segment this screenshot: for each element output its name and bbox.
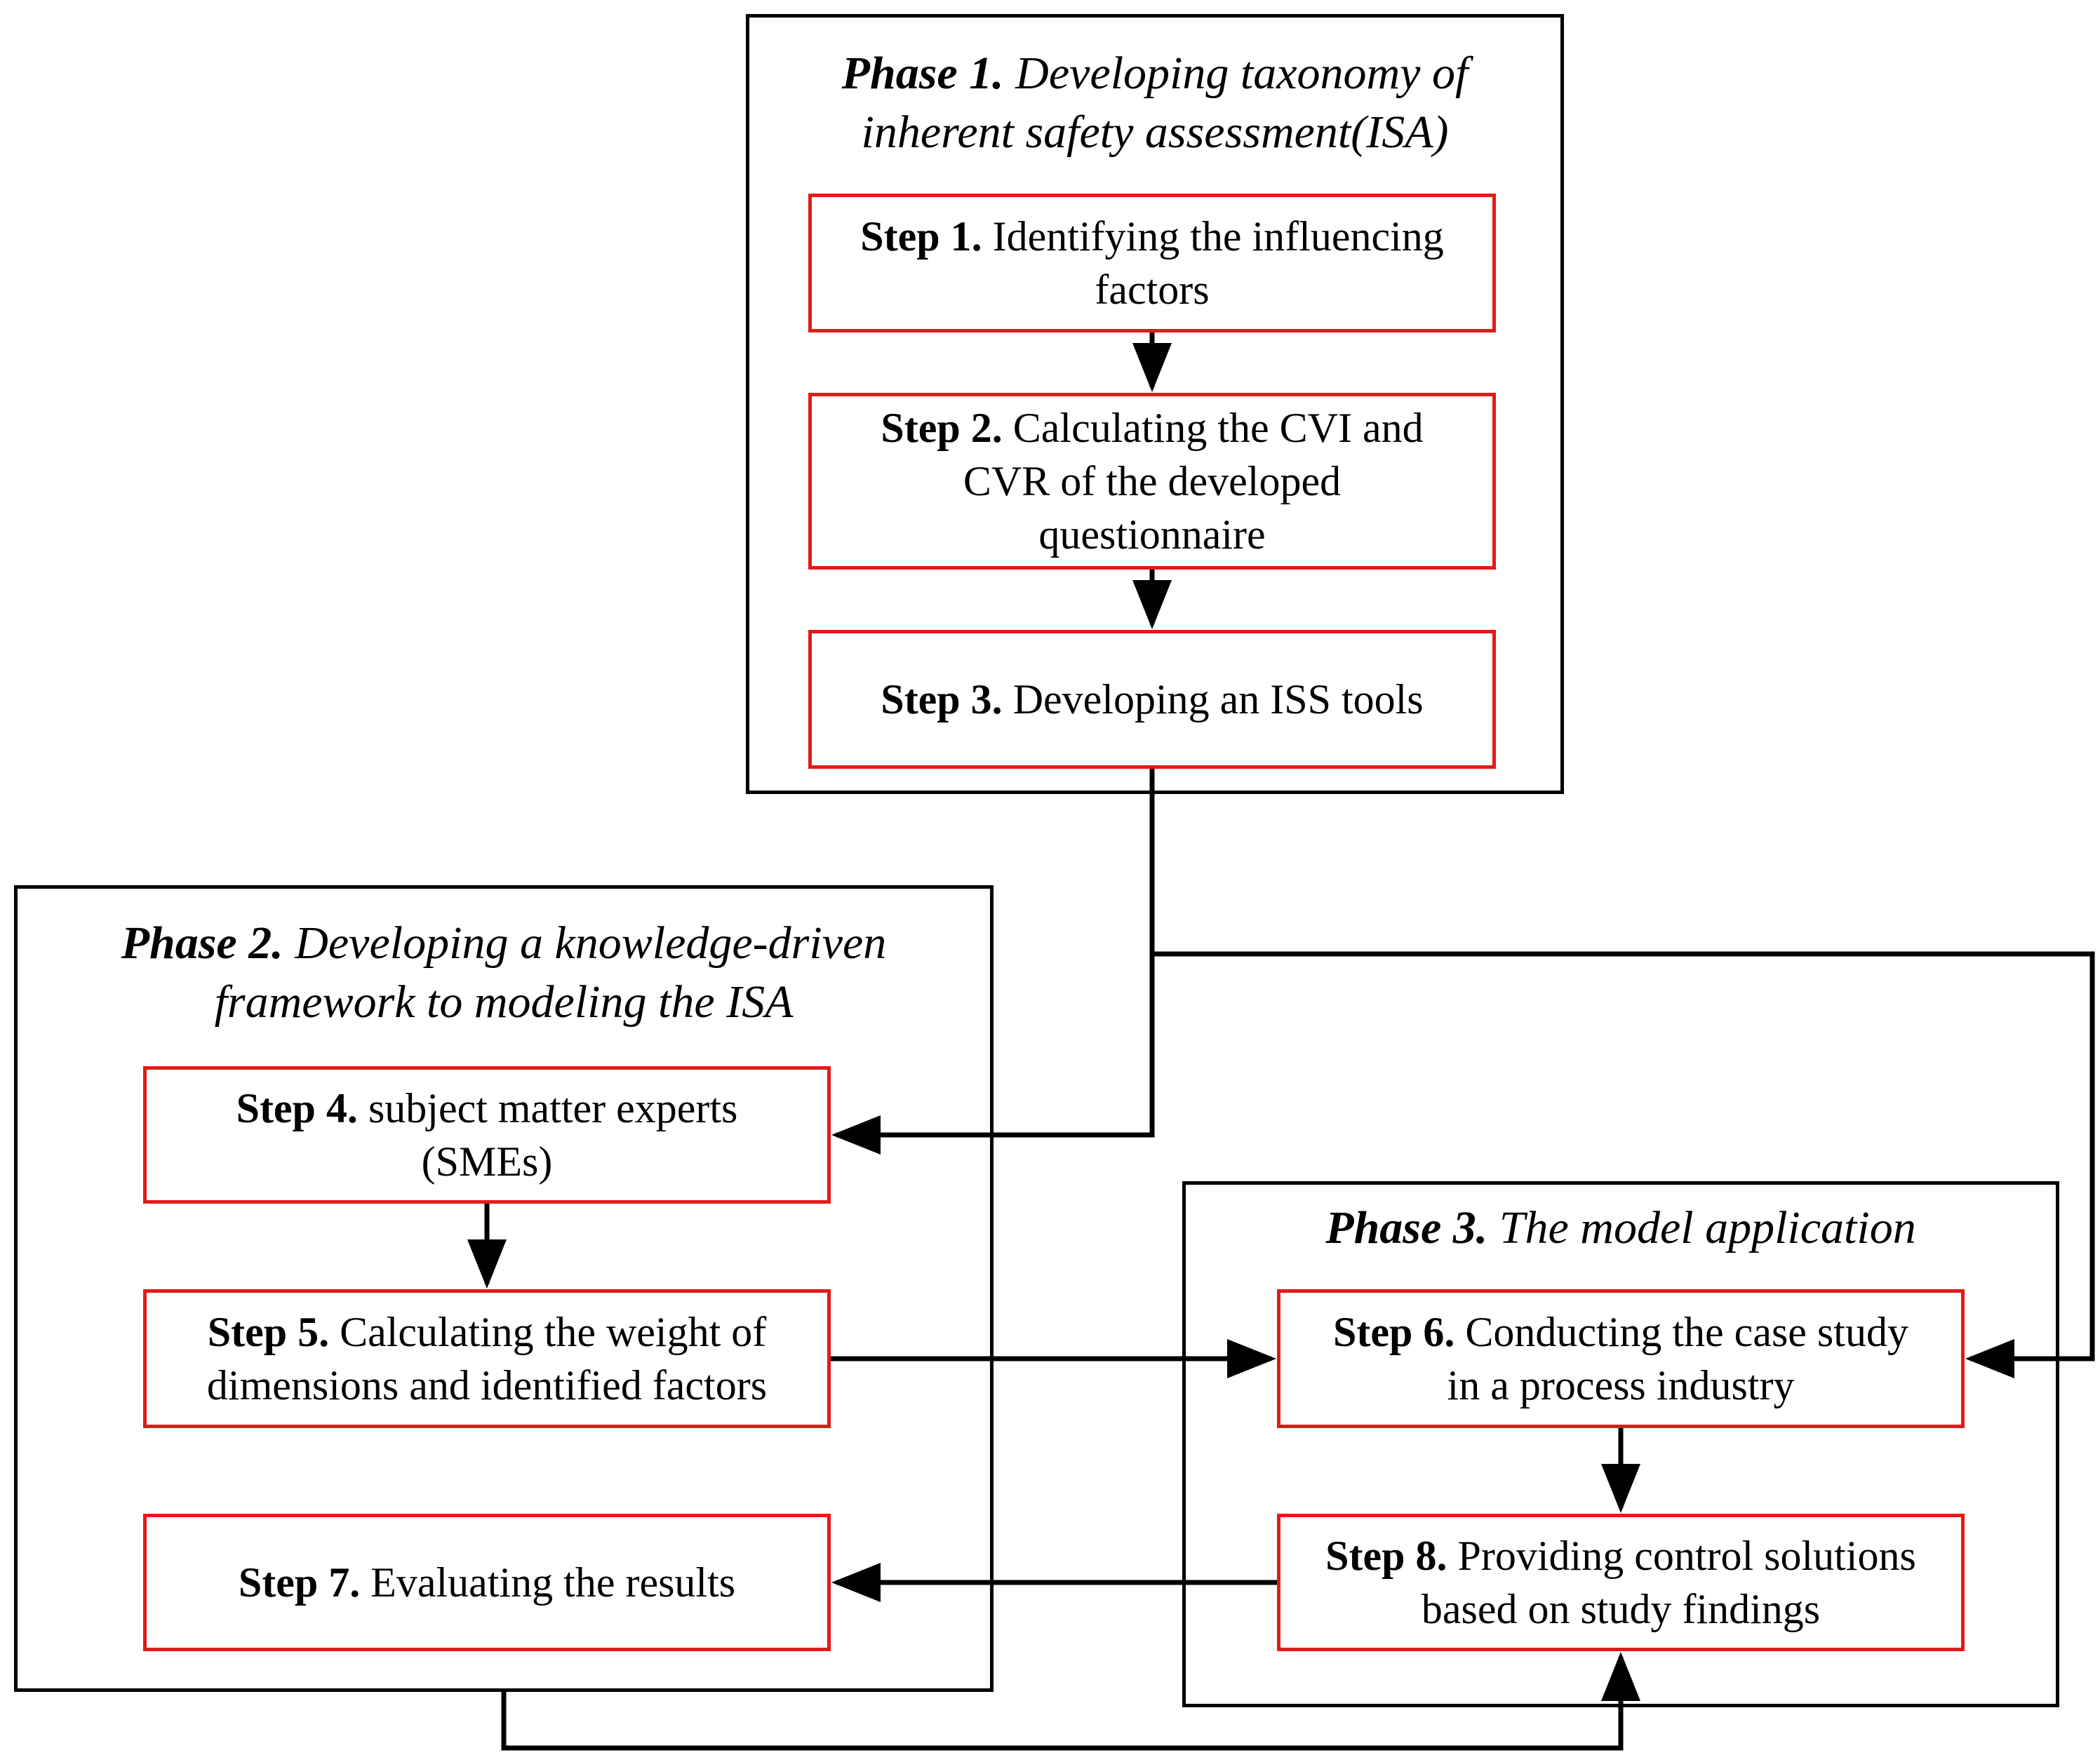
phase-2-title-line2: framework to modeling the ISA [214, 976, 794, 1028]
step-6-label: Step 6. [1333, 1309, 1455, 1355]
step-7-box: Step 7. Evaluating the results [143, 1514, 831, 1651]
phase-1-title: Phase 1. Developing taxonomy of inherent… [749, 44, 1560, 162]
step-7-label: Step 7. [238, 1559, 361, 1606]
step-8-label: Step 8. [1325, 1533, 1447, 1579]
step-5-line1: Calculating the weight of [340, 1309, 767, 1355]
step-4-line1: subject matter experts [368, 1085, 738, 1131]
phase-3-label: Phase 3. [1325, 1202, 1488, 1253]
arrow-step3-to-step6 [1152, 951, 2095, 1378]
step-8-line2: based on study findings [1421, 1586, 1821, 1632]
phase-1-title-line2: inherent safety assessment(ISA) [861, 107, 1449, 158]
phase-1-title-line1: Developing taxonomy of [1015, 48, 1469, 99]
step-2-line1: Calculating the CVI and [1012, 405, 1424, 451]
step-2-line3: questionnaire [1038, 511, 1266, 558]
step-1-line1: Identifying the influencing [992, 213, 1444, 260]
step-5-line2: dimensions and identified factors [206, 1362, 768, 1408]
phase-2-title: Phase 2. Developing a knowledge-driven f… [18, 914, 990, 1032]
step-3-label: Step 3. [881, 676, 1003, 722]
step-3-line1: Developing an ISS tools [1012, 676, 1424, 722]
phase-3-title: Phase 3. The model application [1186, 1199, 2056, 1258]
arrow-phase2-to-step8 [501, 1652, 1640, 1751]
step-3-box: Step 3. Developing an ISS tools [808, 630, 1496, 769]
step-4-line2: (SMEs) [421, 1138, 553, 1185]
step-6-box: Step 6. Conducting the case study in a p… [1277, 1289, 1965, 1428]
step-4-box: Step 4. subject matter experts (SMEs) [143, 1066, 831, 1204]
step-2-box: Step 2. Calculating the CVI and CVR of t… [808, 393, 1496, 570]
step-6-line1: Conducting the case study [1465, 1309, 1908, 1355]
step-4-label: Step 4. [236, 1085, 358, 1131]
step-6-line2: in a process industry [1447, 1362, 1795, 1408]
step-1-label: Step 1. [860, 213, 982, 260]
step-1-box: Step 1. Identifying the influencing fact… [808, 194, 1496, 332]
step-7-line1: Evaluating the results [370, 1559, 736, 1606]
phase-1-label: Phase 1. [841, 48, 1004, 99]
step-2-line2: CVR of the developed [963, 458, 1342, 504]
step-5-label: Step 5. [207, 1309, 330, 1355]
step-8-box: Step 8. Providing control solutions base… [1277, 1514, 1965, 1651]
step-2-label: Step 2. [881, 405, 1003, 451]
phase-2-title-line1: Developing a knowledge-driven [295, 917, 887, 969]
arrow-step3-to-step4 [831, 769, 1155, 1155]
step-8-line1: Providing control solutions [1457, 1533, 1916, 1579]
phase-3-title-line1: The model application [1499, 1202, 1916, 1253]
phase-2-label: Phase 2. [121, 917, 283, 969]
step-5-box: Step 5. Calculating the weight of dimens… [143, 1289, 831, 1428]
step-1-line2: factors [1095, 267, 1210, 313]
